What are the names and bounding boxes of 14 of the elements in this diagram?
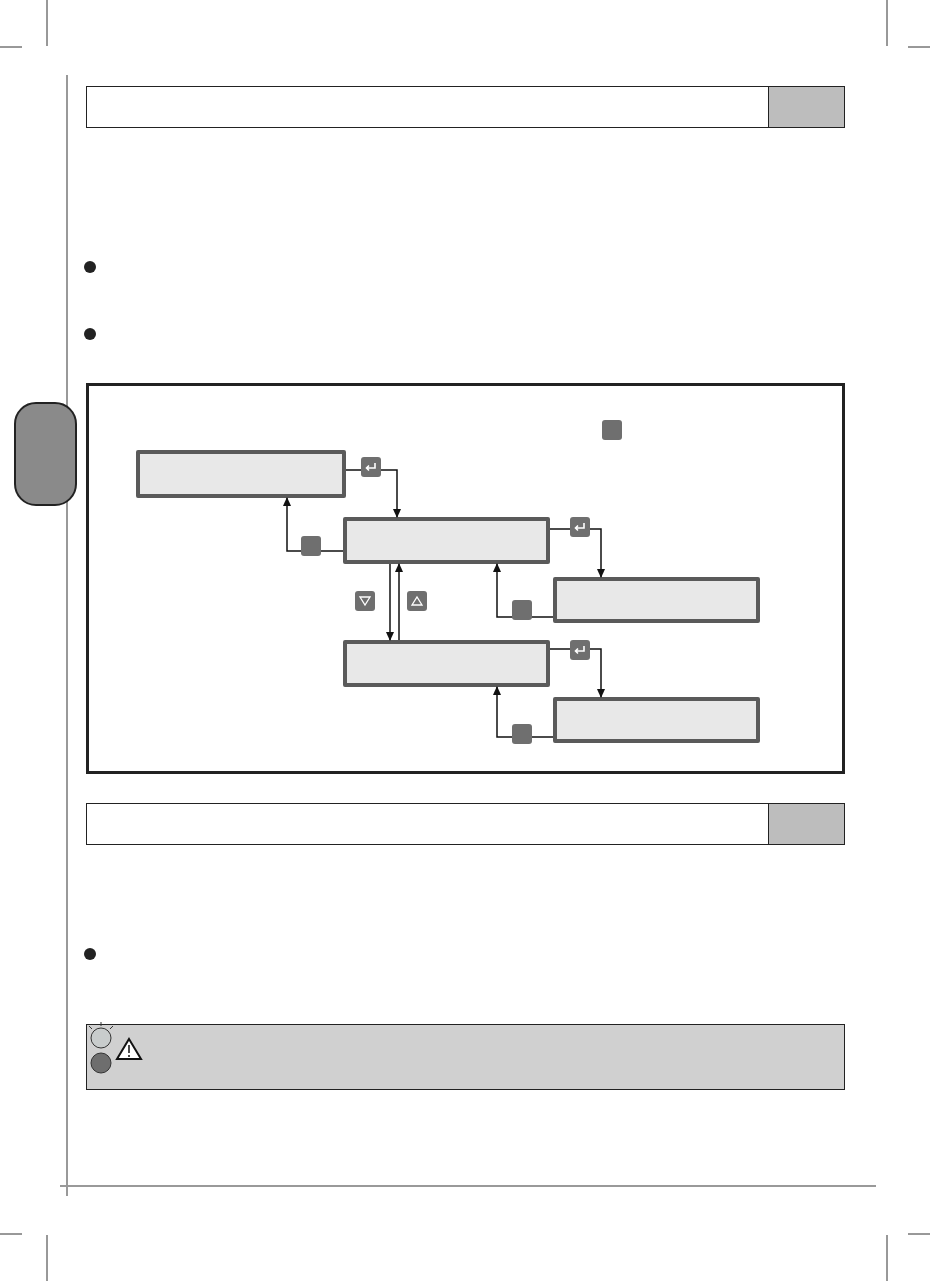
side-tab	[14, 402, 77, 506]
lcd-display	[136, 450, 346, 498]
arrow	[549, 528, 605, 578]
arrow	[493, 686, 554, 738]
lcd-display	[343, 517, 550, 564]
arrow	[283, 497, 344, 552]
arrow	[345, 469, 401, 518]
arrow	[386, 563, 394, 641]
arrow	[493, 563, 554, 618]
arrow	[395, 563, 403, 641]
lcd-display	[553, 697, 760, 743]
lcd-display	[553, 577, 760, 623]
arrow	[549, 648, 605, 698]
lcd-display	[343, 640, 550, 687]
